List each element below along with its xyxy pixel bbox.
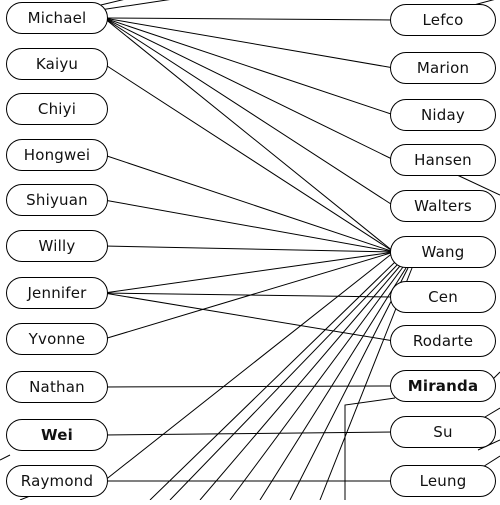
edge-offscreen <box>289 267 409 501</box>
node-hansen[interactable]: Hansen <box>390 144 496 176</box>
node-rodarte[interactable]: Rodarte <box>390 325 496 357</box>
node-leung[interactable]: Leung <box>390 465 496 497</box>
edge-michael-walters <box>103 17 395 207</box>
node-wei[interactable]: Wei <box>6 419 108 451</box>
node-marion[interactable]: Marion <box>390 52 496 84</box>
edge-offscreen <box>0 454 11 461</box>
edge-michael-wang <box>103 17 395 253</box>
node-kaiyu[interactable]: Kaiyu <box>6 48 108 80</box>
node-niday[interactable]: Niday <box>390 99 496 131</box>
node-willy[interactable]: Willy <box>6 230 108 262</box>
node-raymond[interactable]: Raymond <box>6 465 108 497</box>
node-wang[interactable]: Wang <box>390 236 496 268</box>
edge-kaiyu-wang <box>103 63 395 253</box>
edge-offscreen <box>344 397 396 500</box>
node-lefco[interactable]: Lefco <box>390 4 496 36</box>
node-michael[interactable]: Michael <box>6 2 108 34</box>
edge-michael-hansen <box>103 17 395 161</box>
node-jennifer[interactable]: Jennifer <box>6 277 108 309</box>
edge-offscreen <box>149 261 396 501</box>
edge-offscreen <box>259 267 407 501</box>
edge-hongwei-wang <box>103 154 395 253</box>
edge-yvonne-wang <box>103 251 395 340</box>
node-yvonne[interactable]: Yvonne <box>6 323 108 355</box>
edge-jennifer-rodarte <box>103 292 395 342</box>
edge-wei-su <box>103 431 395 436</box>
node-chiyi[interactable]: Chiyi <box>6 93 108 125</box>
edge-offscreen <box>454 173 500 196</box>
node-nathan[interactable]: Nathan <box>6 371 108 403</box>
edge-michael-niday <box>103 17 395 116</box>
node-walters[interactable]: Walters <box>390 190 496 222</box>
edge-michael-marion <box>103 17 395 69</box>
node-shiyuan[interactable]: Shiyuan <box>6 184 108 216</box>
edge-offscreen <box>99 0 171 11</box>
edge-jennifer-wang <box>103 251 395 294</box>
node-hongwei[interactable]: Hongwei <box>6 139 108 171</box>
edge-offscreen <box>199 265 401 501</box>
node-su[interactable]: Su <box>390 416 496 448</box>
node-miranda[interactable]: Miranda <box>390 370 496 402</box>
edge-willy-wang <box>103 245 395 253</box>
edge-shiyuan-wang <box>103 199 395 253</box>
node-cen[interactable]: Cen <box>390 281 496 313</box>
edge-raymond-wang <box>103 251 395 482</box>
edge-offscreen <box>229 266 404 501</box>
edge-nathan-miranda <box>103 385 395 388</box>
edge-michael-lefco <box>103 17 395 21</box>
edge-offscreen <box>169 263 399 501</box>
